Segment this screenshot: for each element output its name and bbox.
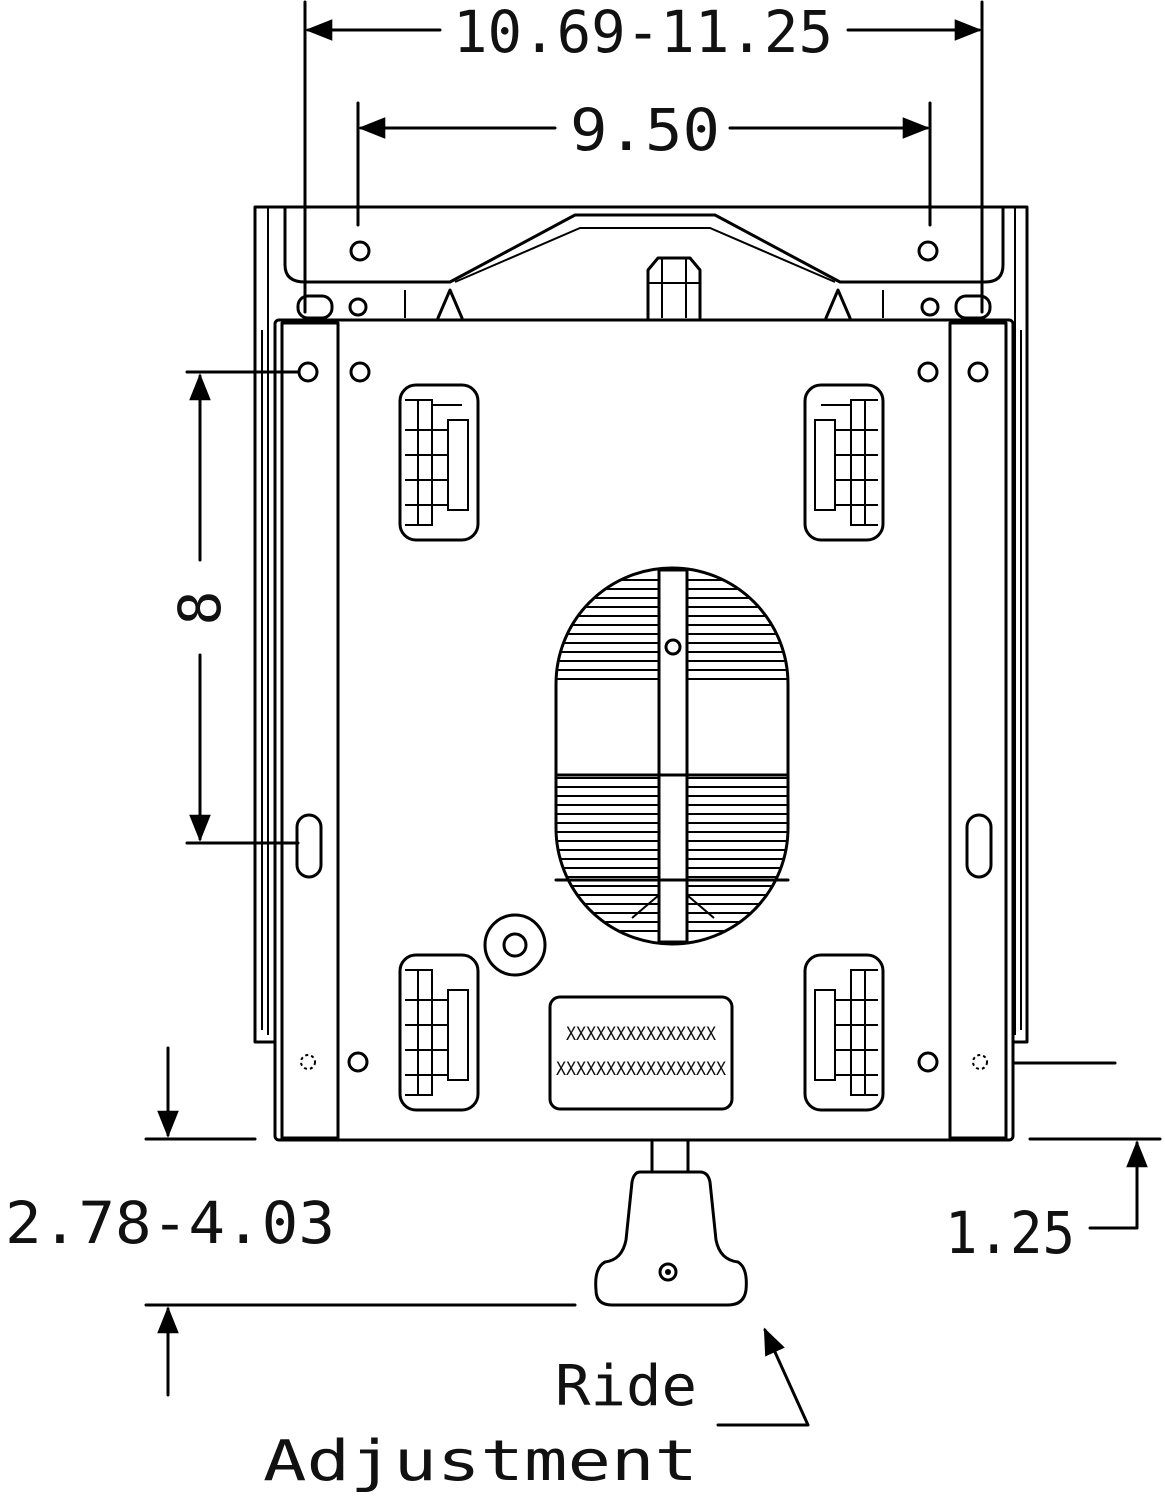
mount-hole-top-left bbox=[349, 240, 371, 262]
spring-block-bottom-left bbox=[398, 953, 480, 1112]
top-bracket bbox=[283, 205, 1005, 320]
center-spring bbox=[554, 566, 790, 946]
dimension-slot-spacing: 8 bbox=[166, 370, 300, 845]
plate-text-line1: XXXXXXXXXXXXXXX bbox=[566, 1023, 716, 1045]
ride-adjustment-callout: Ride Adjustment bbox=[263, 1327, 810, 1494]
dimension-hole-spacing-label: 9.50 bbox=[570, 96, 720, 164]
slot-left bbox=[295, 813, 323, 879]
ride-adjustment-knob[interactable] bbox=[594, 1138, 748, 1307]
dimension-outer-width: 10.69-11.25 bbox=[303, 0, 984, 314]
pivot-knob bbox=[483, 913, 547, 977]
plate-text-line2: XXXXXXXXXXXXXXXXX bbox=[556, 1058, 726, 1080]
center-bolt bbox=[646, 256, 702, 320]
dimension-ride-range-label: 2.78-4.03 bbox=[5, 1189, 335, 1257]
dimension-ride-range: 2.78-4.03 bbox=[5, 1046, 577, 1397]
mount-hole-top-right bbox=[917, 240, 939, 262]
ride-label-line2: Adjustment bbox=[263, 1429, 698, 1494]
dimension-hole-spacing: 9.50 bbox=[356, 96, 932, 227]
spring-block-top-right bbox=[803, 383, 885, 542]
dimension-base-offset-label: 1.25 bbox=[945, 1199, 1075, 1267]
dimension-base-offset: 1.25 bbox=[945, 1061, 1162, 1267]
spring-block-bottom-right bbox=[803, 953, 885, 1112]
main-plate bbox=[273, 318, 1015, 1142]
dimension-slot-spacing-label: 8 bbox=[166, 591, 234, 626]
dimension-outer-width-label: 10.69-11.25 bbox=[453, 0, 833, 66]
label-plate: XXXXXXXXXXXXXXX XXXXXXXXXXXXXXXXX bbox=[548, 995, 734, 1111]
spring-block-top-left bbox=[398, 383, 480, 542]
ride-label-line1: Ride bbox=[555, 1354, 697, 1419]
slot-right bbox=[965, 813, 993, 879]
